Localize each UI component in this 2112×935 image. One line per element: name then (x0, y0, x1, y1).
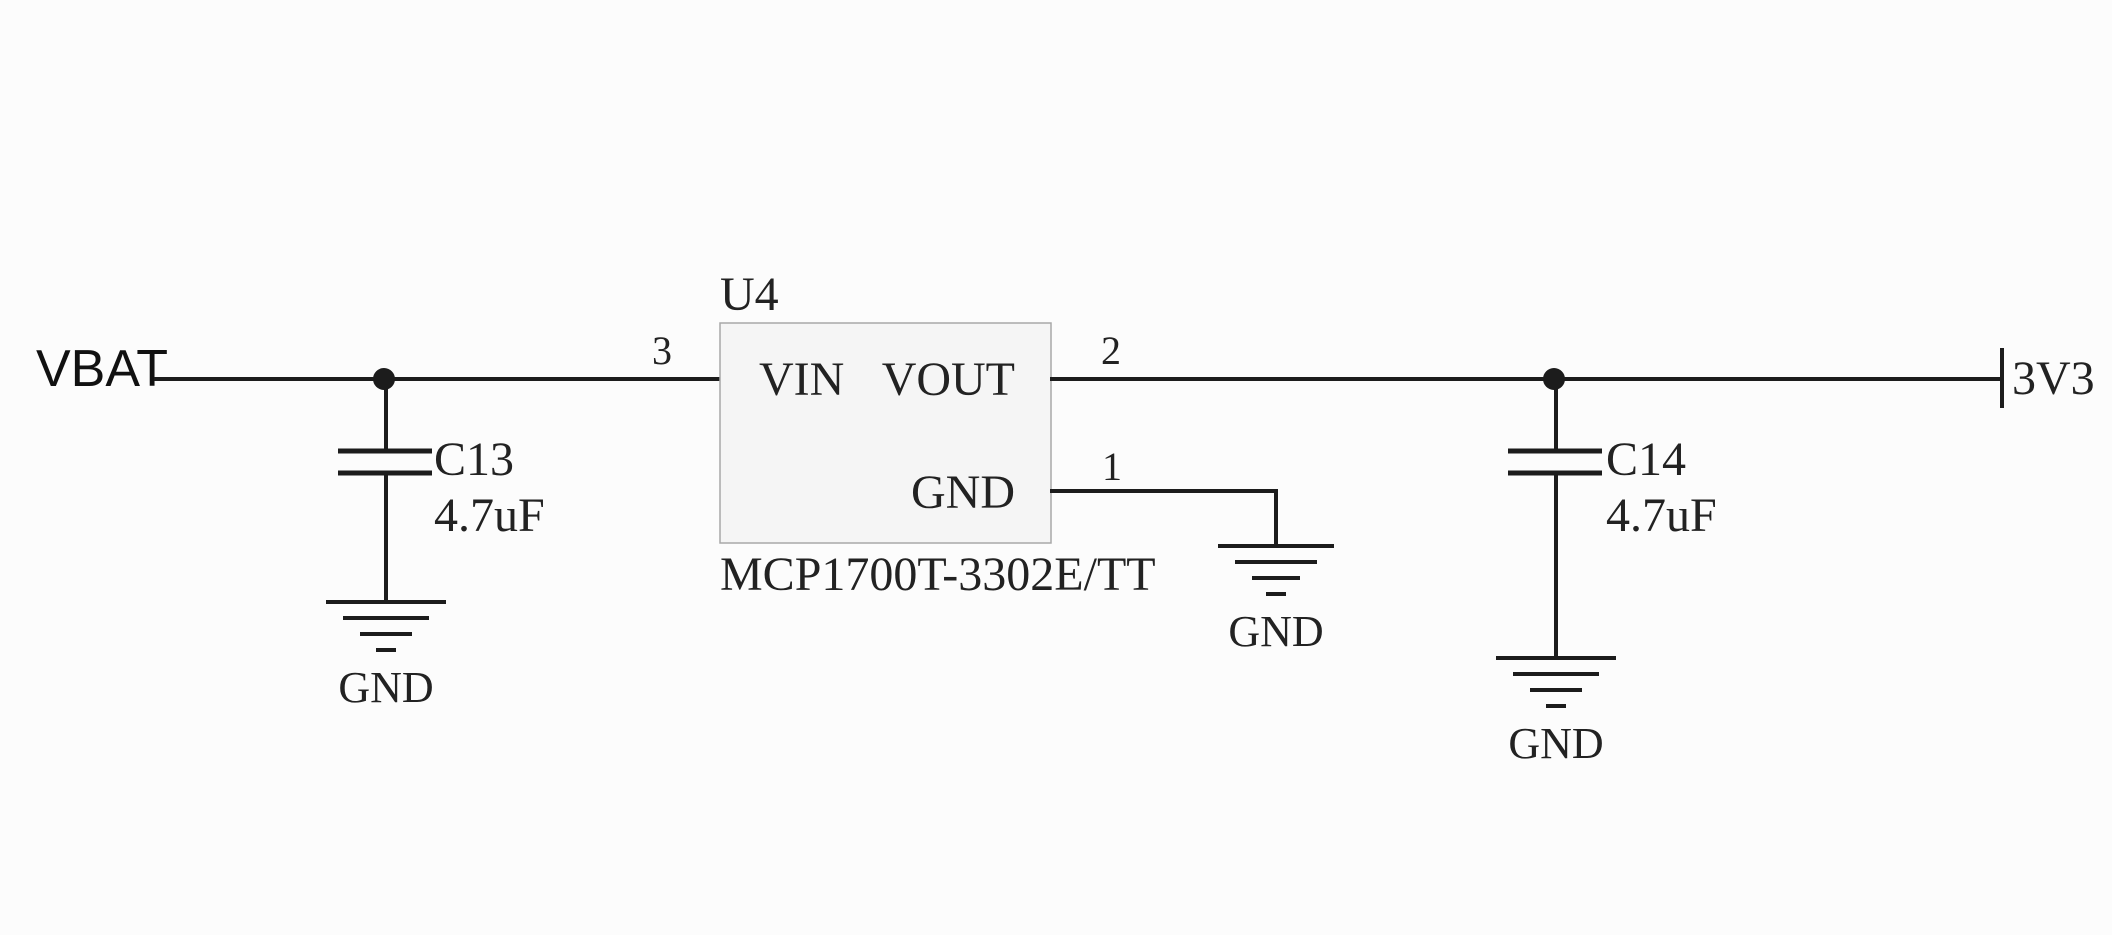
u4-chip-body (719, 322, 1052, 544)
u4-pin-gnd-label: GND (911, 466, 1015, 519)
3v3-net-label: 3V3 (2012, 352, 2095, 405)
u4-pin-vin-label: VIN (759, 353, 844, 406)
u4-part-number: MCP1700T-3302E/TT (720, 548, 1156, 601)
c13-value: 4.7uF (434, 489, 545, 542)
c14-designator: C14 (1606, 433, 1686, 486)
u4-designator: U4 (720, 268, 779, 321)
u4-pin2-number: 2 (1101, 328, 1121, 373)
c14-value: 4.7uF (1606, 489, 1717, 542)
ground-label-c14: GND (1508, 719, 1603, 768)
vbat-net-label: VBAT (36, 340, 168, 398)
u4-pin3-number: 3 (652, 328, 672, 373)
ground-symbol-c13 (326, 600, 446, 652)
ground-symbol-u4 (1218, 544, 1334, 596)
u4-pin-vout-label: VOUT (882, 353, 1015, 406)
u4-pin1-number: 1 (1102, 444, 1122, 489)
capacitor-c13 (338, 377, 432, 604)
ground-symbol-c14 (1496, 656, 1616, 708)
ground-label-u4: GND (1228, 607, 1323, 656)
ground-label-c13: GND (338, 663, 433, 712)
c13-designator: C13 (434, 433, 514, 486)
capacitor-c14 (1508, 377, 1602, 660)
